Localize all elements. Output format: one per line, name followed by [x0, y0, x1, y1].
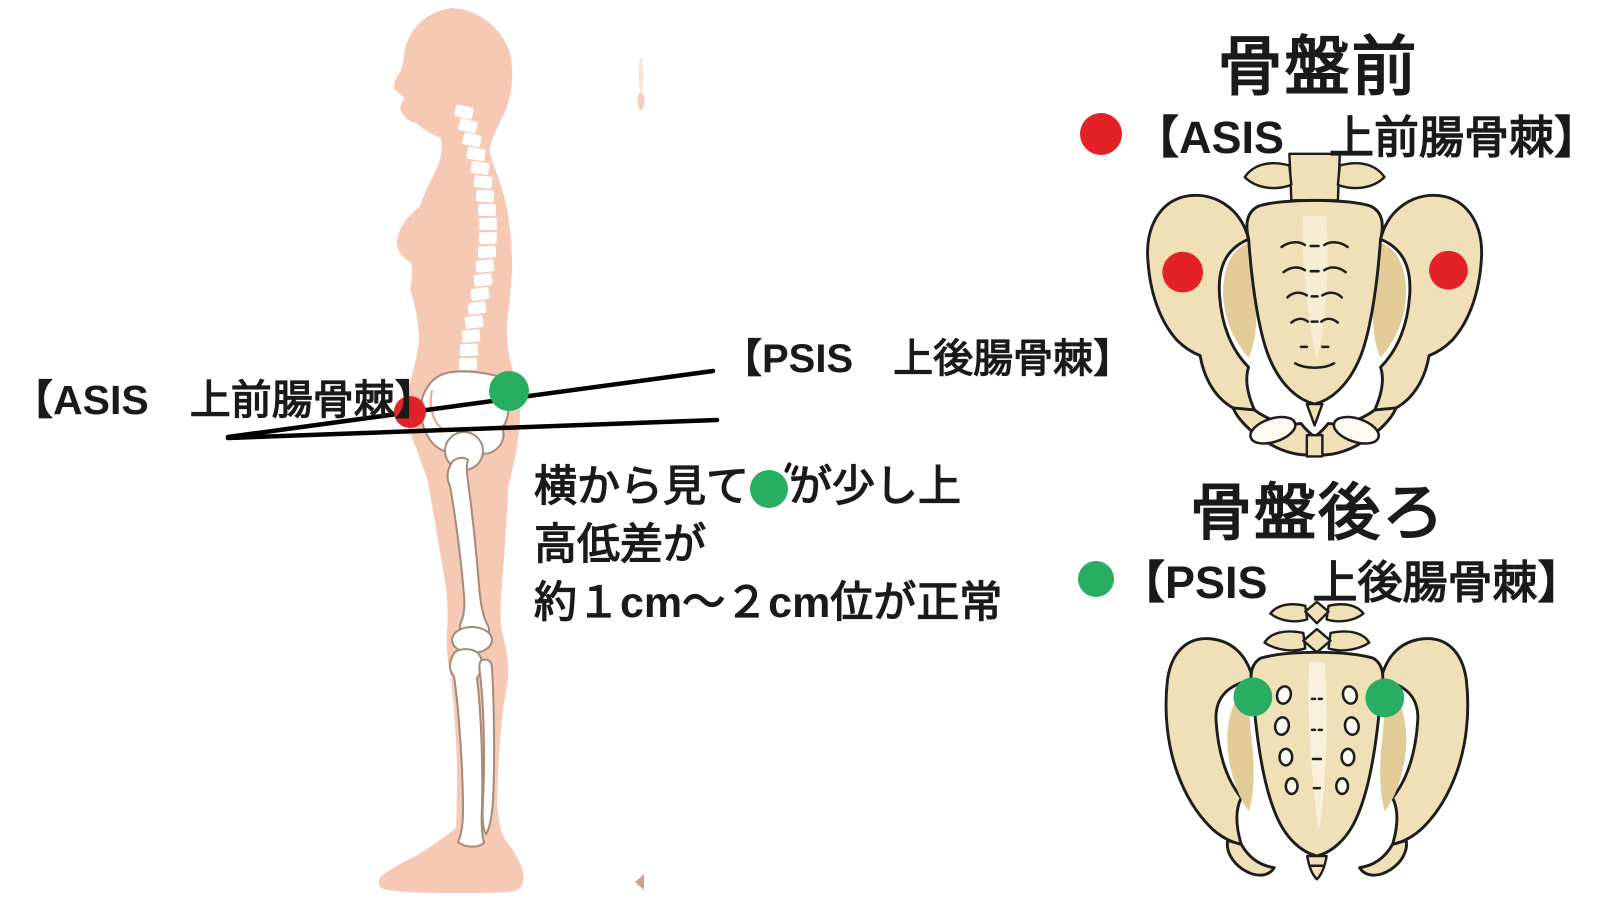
lumbar-vertebrae-back: [1263, 600, 1371, 654]
fibula-bone: [478, 658, 496, 836]
side-body-figure: [225, 8, 720, 893]
pelvis-back-illustration: [1164, 600, 1470, 881]
back-left-psis-dot: [1233, 677, 1273, 717]
left-obturator-foramen: [1249, 415, 1297, 445]
left-ischium-back: [1225, 839, 1276, 877]
left-ilium-back: [1164, 637, 1255, 846]
left-ilium: [1146, 193, 1256, 414]
horizontal-reference-line: [225, 417, 720, 441]
coccyx-back: [1305, 854, 1328, 881]
psis-side-label: 【PSIS 上後腸骨棘】: [722, 337, 1134, 381]
green-dot-icon: [1078, 560, 1114, 597]
back-legend-label: 【PSIS 上後腸骨棘】: [1120, 557, 1583, 608]
front-left-asis-dot: [1162, 251, 1204, 293]
right-ilium: [1373, 193, 1484, 414]
psis-marker-dot: [489, 371, 529, 411]
side-skeleton: [419, 370, 516, 848]
note-line2: 高低差が: [534, 521, 706, 569]
back-legend: 【PSIS 上後腸骨棘】: [1078, 546, 1583, 611]
asis-marker-dot: [394, 396, 426, 428]
red-dot-icon: [1080, 112, 1122, 155]
note-line3: 約１cm～２cm位が正常: [534, 579, 1003, 627]
note-text: 横から見てが少し上 高低差が 約１cm～２cm位が正常: [534, 458, 1002, 632]
psis-tilt-line: [225, 368, 716, 440]
right-obturator-foramen: [1332, 415, 1381, 445]
coccyx-front: [1305, 402, 1324, 427]
back-pelvis-title: 骨盤後ろ: [1189, 479, 1446, 548]
front-right-asis-dot: [1429, 250, 1468, 290]
pubic-symphysis: [1305, 433, 1324, 458]
green-dot-inline-icon: [750, 461, 800, 508]
front-pelvis-title: 骨盤前: [1217, 30, 1419, 103]
note-line1: 横から見てが少し上: [534, 461, 961, 511]
image-artifacts: [635, 58, 645, 890]
pelvis-front-illustration: [1146, 152, 1484, 458]
sacral-foramina-back: [1273, 685, 1360, 796]
right-ischium-back: [1358, 839, 1408, 877]
femur-bone: [446, 456, 490, 639]
spine-vertebrae: [454, 104, 498, 371]
asis-side-label: 【ASIS 上前腸骨棘】: [12, 377, 436, 423]
back-right-psis-dot: [1365, 678, 1405, 718]
sacral-foramina-front: [1280, 241, 1349, 369]
right-ilium-back: [1379, 637, 1470, 846]
front-legend: 【ASIS 上前腸骨棘】: [1080, 101, 1599, 166]
front-legend-label: 【ASIS 上前腸骨棘】: [1134, 112, 1600, 163]
